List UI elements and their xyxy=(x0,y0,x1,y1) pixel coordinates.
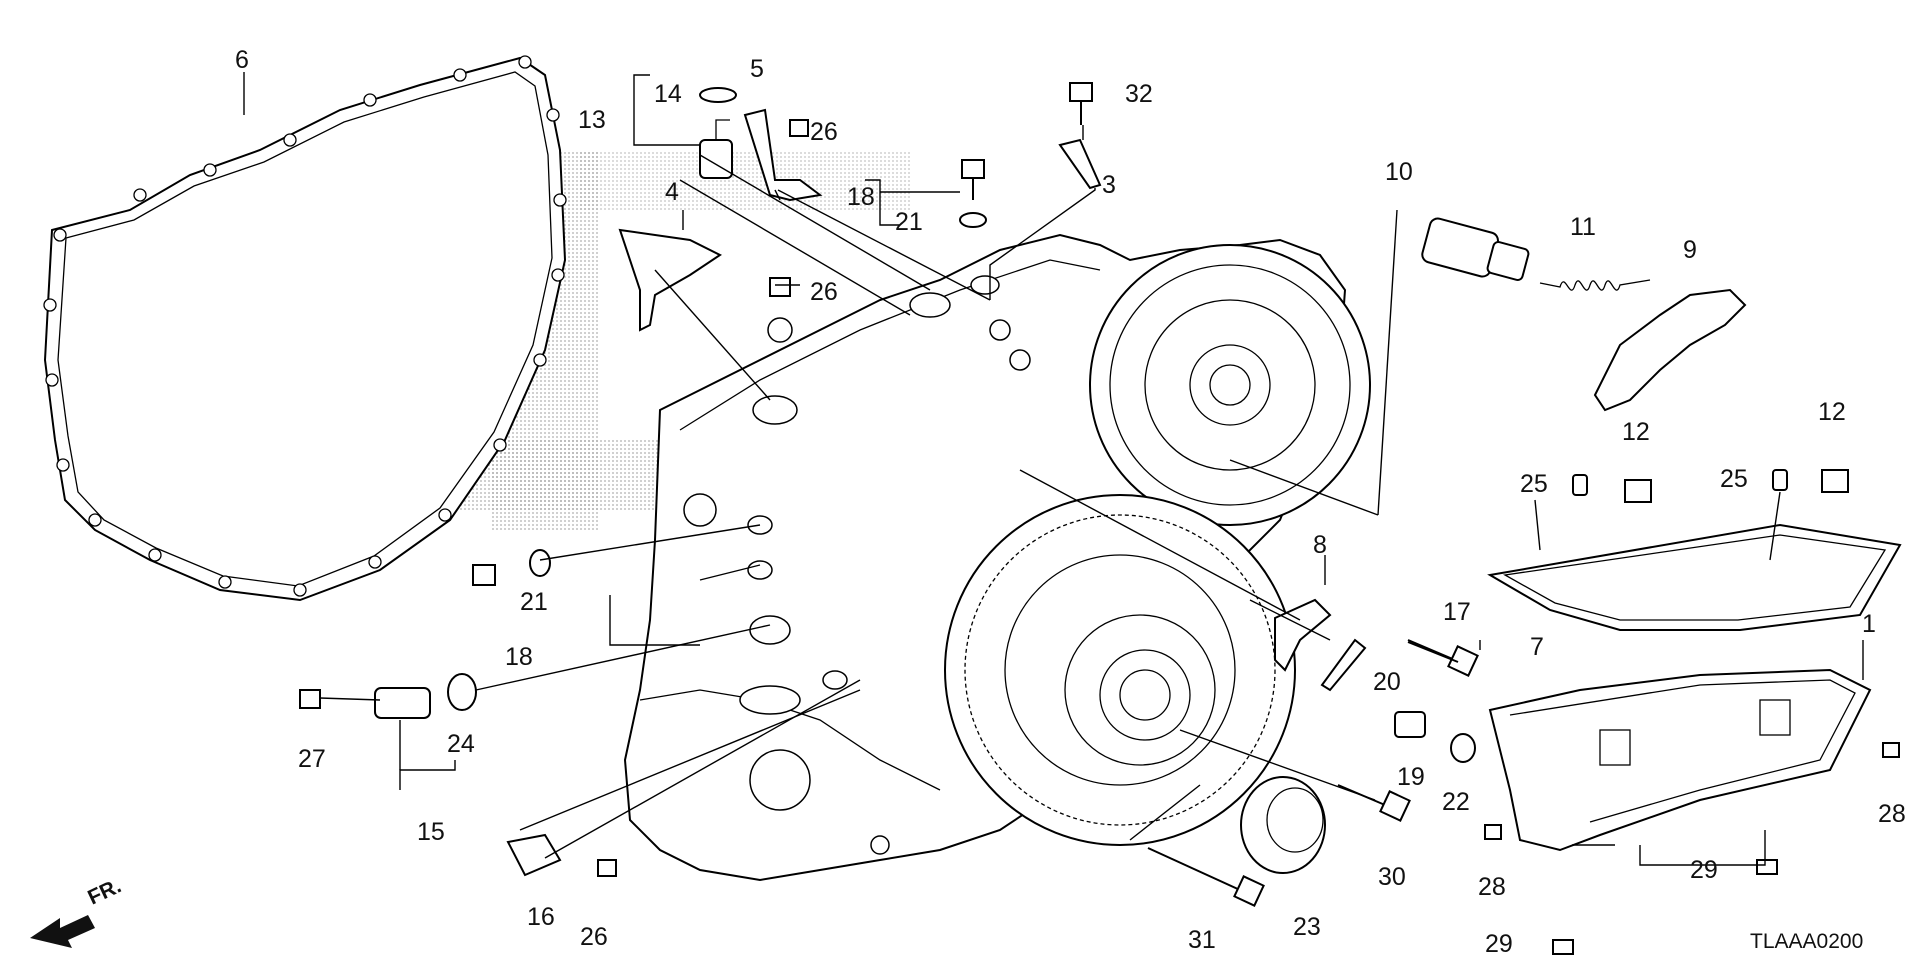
callout-7: 7 xyxy=(1530,633,1544,661)
case-gasket-part xyxy=(43,55,567,602)
callout-9: 9 xyxy=(1683,236,1697,264)
callout-labels: 1 3 4 5 6 7 8 9 10 11 12 12 13 14 15 16 … xyxy=(235,46,1906,958)
callout-31: 31 xyxy=(1188,926,1216,954)
callout-26b: 26 xyxy=(810,278,838,306)
callout-26a: 26 xyxy=(810,118,838,146)
leader-lines xyxy=(243,72,1864,866)
callout-18a: 18 xyxy=(847,183,875,211)
diagram-code: TLAAA0200 xyxy=(1750,930,1863,953)
callout-5: 5 xyxy=(750,55,764,83)
front-direction-label: FR. xyxy=(84,874,124,909)
callout-1: 1 xyxy=(1862,610,1876,638)
callout-19: 19 xyxy=(1397,763,1425,791)
callout-14: 14 xyxy=(654,80,682,108)
callout-27: 27 xyxy=(298,745,326,773)
clip-parts xyxy=(1624,469,1849,503)
callout-29b: 29 xyxy=(1485,930,1513,958)
callout-25b: 25 xyxy=(1720,465,1748,493)
callout-21a: 21 xyxy=(895,208,923,236)
spring-part xyxy=(1539,279,1651,291)
callout-24: 24 xyxy=(447,730,475,758)
callout-8: 8 xyxy=(1313,531,1327,559)
callout-4: 4 xyxy=(665,178,679,206)
callout-18b: 18 xyxy=(505,643,533,671)
callout-23: 23 xyxy=(1293,913,1321,941)
callout-30: 30 xyxy=(1378,863,1406,891)
callout-29a: 29 xyxy=(1690,856,1718,884)
callout-12b: 12 xyxy=(1818,398,1846,426)
callout-28a: 28 xyxy=(1478,873,1506,901)
callout-12a: 12 xyxy=(1622,418,1650,446)
callout-32: 32 xyxy=(1125,80,1153,108)
callout-6: 6 xyxy=(235,46,249,74)
callout-15: 15 xyxy=(417,818,445,846)
callout-25a: 25 xyxy=(1520,470,1548,498)
callout-10: 10 xyxy=(1385,158,1413,186)
callout-21b: 21 xyxy=(520,588,548,616)
oil-seal-part xyxy=(1240,776,1326,874)
callout-16: 16 xyxy=(527,903,555,931)
callout-13: 13 xyxy=(578,106,606,134)
callout-3: 3 xyxy=(1102,171,1116,199)
transmission-case xyxy=(623,233,1371,882)
callout-28b: 28 xyxy=(1878,800,1906,828)
callout-17: 17 xyxy=(1443,598,1471,626)
bolt-parts xyxy=(299,82,1900,955)
callout-26c: 26 xyxy=(580,923,608,951)
front-direction-arrow-icon xyxy=(30,915,95,948)
piston-part xyxy=(1421,217,1530,281)
lever-part xyxy=(1593,288,1747,412)
callout-11: 11 xyxy=(1570,213,1596,241)
dowel-parts xyxy=(1572,469,1788,496)
callout-20: 20 xyxy=(1373,668,1401,696)
callout-22: 22 xyxy=(1442,788,1470,816)
oil-pan-gasket-part xyxy=(1487,523,1902,631)
oil-pan-part xyxy=(1488,668,1872,852)
